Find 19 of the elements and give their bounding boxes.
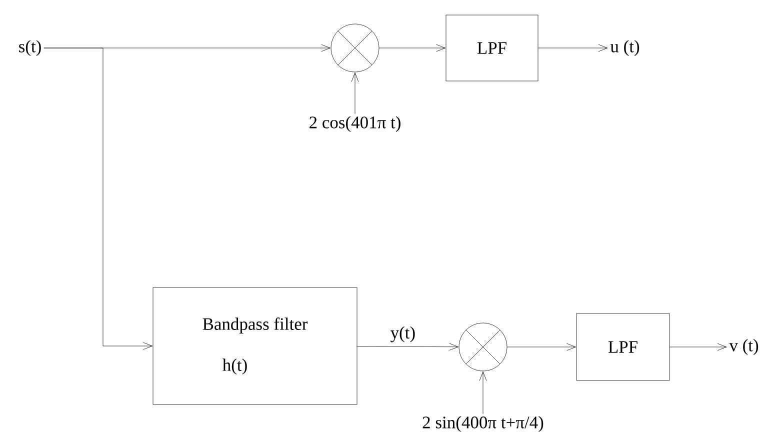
arrow <box>357 343 458 351</box>
arrow <box>479 372 487 414</box>
arrow <box>670 343 727 351</box>
arrow <box>538 44 608 52</box>
arrow <box>351 72 359 114</box>
arrow <box>379 44 446 52</box>
signal-label: 2 cos(401π t) <box>310 116 400 132</box>
signal-label: v (t) <box>729 339 758 355</box>
mixer-symbol <box>458 322 508 372</box>
edge-label: y(t) <box>389 325 417 344</box>
arrow <box>44 48 152 350</box>
signal-label: u (t) <box>610 40 640 56</box>
signal-label: s(t) <box>19 40 41 56</box>
filter-box: LPF <box>446 14 538 82</box>
arrow <box>507 343 576 351</box>
filter-box: LPF <box>576 313 670 381</box>
filter-box: Bandpass filter h(t) <box>152 287 358 405</box>
mixer-symbol <box>330 24 380 72</box>
signal-label: 2 sin(400π t+π/4) <box>422 416 544 432</box>
